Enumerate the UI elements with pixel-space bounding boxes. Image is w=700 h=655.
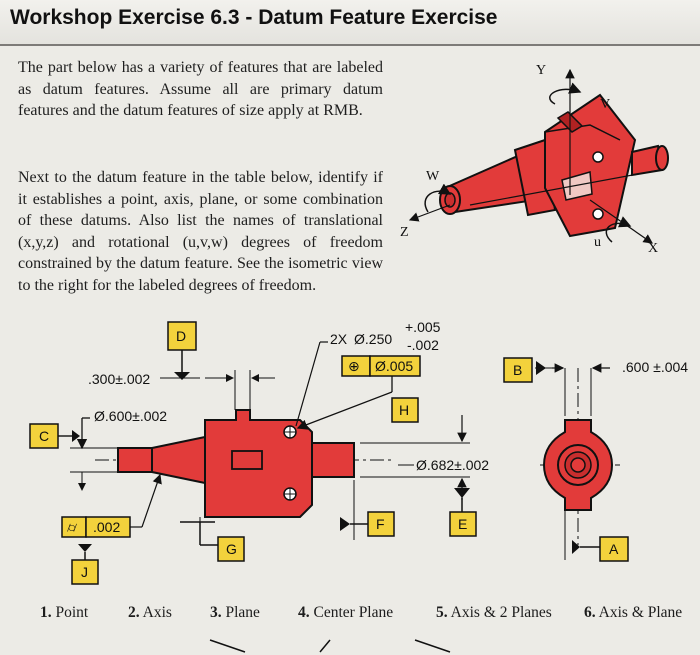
datum-a: A — [609, 541, 619, 557]
option-6: 6. Axis & Plane — [584, 604, 683, 621]
iso-label-x: X — [648, 241, 658, 256]
hole-count: 2X — [330, 331, 348, 347]
iso-label-u: u — [594, 235, 601, 250]
datum-f: F — [376, 516, 385, 532]
option-5: 5. Axis & 2 Planes — [436, 604, 552, 621]
datum-c: C — [39, 428, 49, 444]
small-diameter-dim: Ø.600±.002 — [94, 408, 168, 424]
datum-boxes — [29, 321, 629, 585]
header-bar: Workshop Exercise 6.3 - Datum Feature Ex… — [0, 0, 700, 46]
isometric-view — [408, 68, 669, 244]
large-diameter-dim: Ø.682±.002 — [416, 457, 490, 473]
hole-tol-minus: -.002 — [407, 337, 439, 353]
side-width-dim: .600 ±.004 — [622, 359, 689, 375]
datum-e: E — [458, 516, 467, 532]
option-3: 3. Plane — [210, 604, 260, 621]
datum-d: D — [176, 328, 186, 344]
iso-label-z: Z — [400, 225, 409, 240]
iso-label-w: W — [426, 169, 440, 184]
option-4: 4. Center Plane — [298, 604, 394, 621]
page-title: Workshop Exercise 6.3 - Datum Feature Ex… — [10, 6, 498, 29]
hole-diameter: Ø.250 — [354, 331, 393, 347]
cylindricity-tolerance: .002 — [93, 519, 120, 535]
front-view — [58, 341, 470, 562]
option-2: 2. Axis — [128, 604, 172, 621]
side-view — [535, 361, 620, 560]
datum-j: J — [81, 564, 88, 580]
hole-tol-plus: +.005 — [405, 319, 441, 335]
datum-g: G — [226, 541, 237, 557]
option-1: 1. Point — [40, 604, 89, 621]
intro-paragraph: The part below has a variety of features… — [18, 59, 383, 119]
iso-label-v: V — [600, 97, 610, 112]
iso-label-y: Y — [536, 63, 546, 78]
instructions-paragraph: Next to the datum feature in the table b… — [18, 169, 383, 294]
slot-width-dim: .300±.002 — [88, 371, 151, 387]
fcf-tolerance: Ø.005 — [375, 358, 413, 374]
datum-h: H — [399, 402, 409, 418]
position-symbol: ⊕ — [348, 358, 360, 374]
datum-b: B — [513, 362, 522, 378]
cylindricity-symbol: ⌭ — [67, 519, 77, 535]
